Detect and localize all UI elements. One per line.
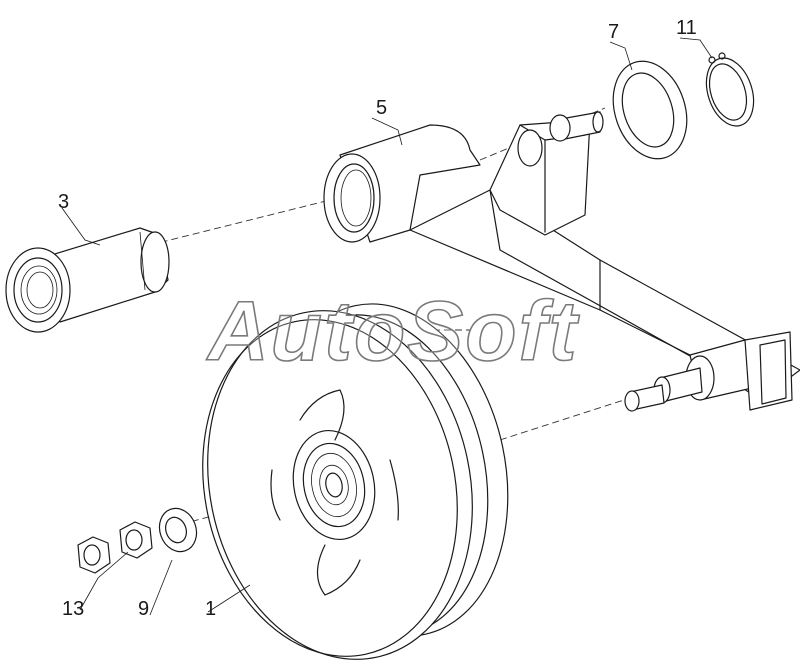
bushing-part-3	[5, 227, 170, 333]
watermark: AutoSoft	[206, 284, 580, 378]
callout-11: 11	[676, 17, 697, 39]
pulley-part-1	[202, 303, 509, 660]
retaining-ring-part-11	[705, 52, 755, 127]
leader-lines	[61, 37, 713, 616]
callout-9: 9	[138, 598, 149, 620]
callout-13: 13	[62, 598, 84, 620]
callout-labels: 3 5 7 11 1 9 13	[58, 17, 697, 620]
callout-3: 3	[58, 191, 69, 213]
callout-1: 1	[205, 598, 216, 620]
bracket-arm-part-5	[323, 111, 800, 412]
nuts-part-13	[77, 521, 153, 574]
callout-5: 5	[376, 97, 387, 119]
washer-part-9	[158, 507, 198, 553]
callout-7: 7	[608, 21, 619, 43]
washer-part-7	[612, 60, 688, 160]
